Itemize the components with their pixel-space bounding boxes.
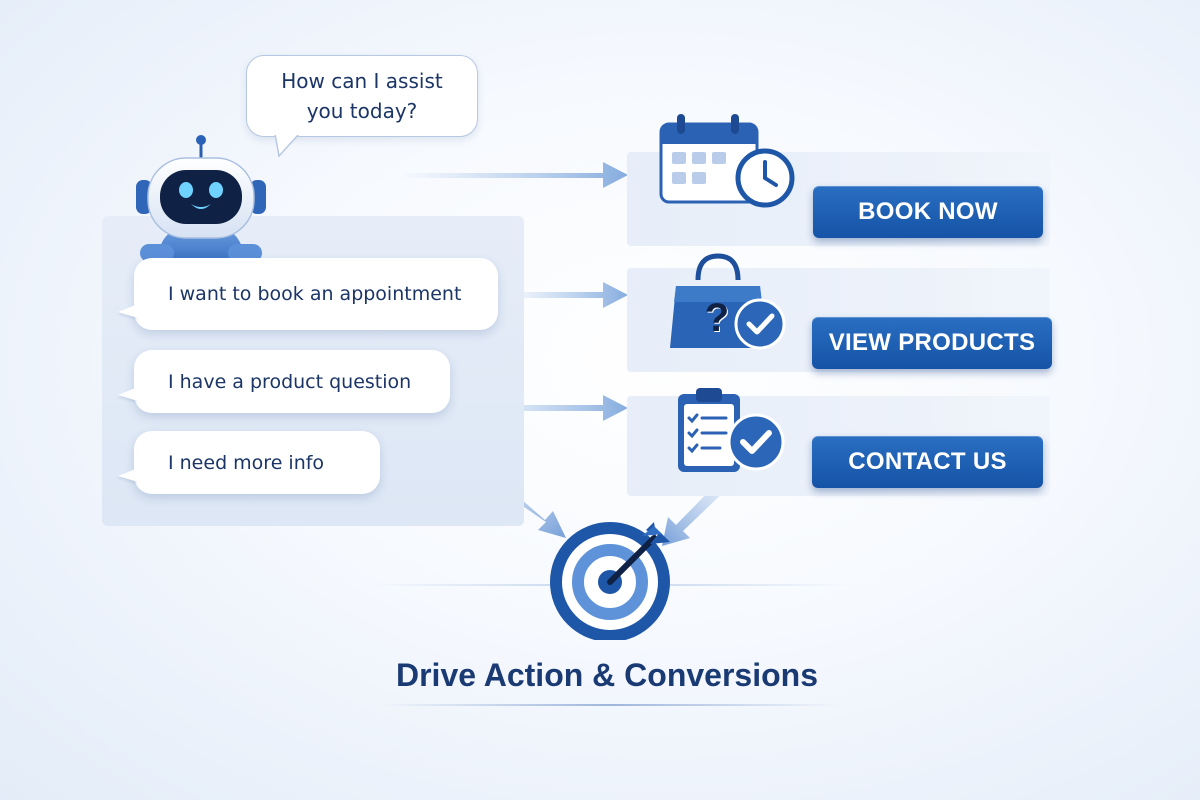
robot-icon <box>136 135 266 262</box>
arrow-to-view-products <box>500 282 628 308</box>
option-bubble-more-info[interactable]: I need more info <box>118 431 380 494</box>
headline-underline <box>380 704 840 706</box>
option-label: I need more info <box>168 451 325 474</box>
shopping-bag-question-icon: ? ? <box>670 253 786 350</box>
assistant-greeting-line1: How can I assist <box>281 69 443 93</box>
assistant-speech-bubble: How can I assist you today? <box>246 55 478 158</box>
target-arrow-icon <box>550 522 670 640</box>
speech-tail <box>274 134 301 158</box>
goal-headline: Drive Action & Conversions <box>395 657 818 693</box>
book-now-button[interactable]: BOOK NOW <box>813 186 1043 238</box>
assistant-greeting-line2: you today? <box>306 99 418 123</box>
calendar-clock-icon <box>659 114 795 208</box>
svg-text:?: ? <box>705 296 729 340</box>
arrow-to-book-now <box>400 162 628 188</box>
option-label: I want to book an appointment <box>168 283 462 305</box>
view-products-button[interactable]: VIEW PRODUCTS <box>812 317 1052 369</box>
option-bubble-book-appointment[interactable]: I want to book an appointment <box>118 258 498 330</box>
option-label: I have a product question <box>168 370 412 393</box>
contact-us-button[interactable]: CONTACT US <box>812 436 1043 488</box>
arrow-to-contact-us <box>456 395 628 421</box>
option-bubble-product-question[interactable]: I have a product question <box>118 350 450 413</box>
svg-text:?: ? <box>706 297 730 341</box>
clipboard-check-icon <box>678 388 785 472</box>
